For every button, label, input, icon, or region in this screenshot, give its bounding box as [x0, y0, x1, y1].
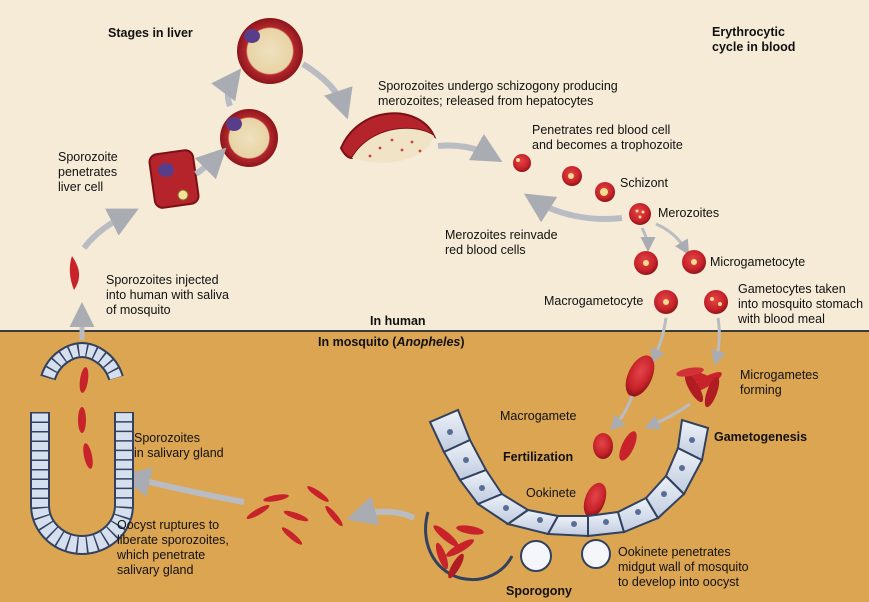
- gametocytes-taken-label: Gametocytes taken into mosquito stomach …: [738, 282, 863, 327]
- ookinete-label: Ookinete: [526, 486, 576, 501]
- fertilization-label: Fertilization: [503, 450, 573, 465]
- rbc-gametocyte-left: [634, 251, 658, 275]
- gametogenesis-label: Gametogenesis: [714, 430, 807, 445]
- liver-cell-infected: [148, 149, 199, 209]
- microgametes-forming-label: Microgametes forming: [740, 368, 819, 398]
- oocyst-ruptures-label: Oocyst ruptures to liberate sporozoites,…: [117, 518, 229, 578]
- rbc-gametocyte-taken: [704, 290, 728, 314]
- merozoites-reinvade-label: Merozoites reinvade red blood cells: [445, 228, 558, 258]
- macrogamete-label: Macrogamete: [500, 409, 576, 424]
- stages-in-liver-label: Stages in liver: [108, 26, 193, 41]
- liver-schizont-early: [220, 109, 278, 167]
- schizont-label: Schizont: [620, 176, 668, 191]
- in-human-label: In human: [370, 314, 426, 329]
- sporozoites-injected-label: Sporozoites injected into human with sal…: [106, 273, 229, 318]
- liver-schizont-mature: [237, 18, 303, 84]
- rbc-merozoites: [629, 203, 651, 225]
- microgametocyte-label: Microgametocyte: [710, 255, 805, 270]
- erythrocytic-cycle-label: Erythrocytic cycle in blood: [712, 25, 795, 55]
- ookinete-penetrates-label: Ookinete penetrates midgut wall of mosqu…: [618, 545, 749, 590]
- merozoites-label: Merozoites: [658, 206, 719, 221]
- in-mosquito-genus: Anopheles: [396, 335, 460, 349]
- penetrates-rbc-label: Penetrates red blood cell and becomes a …: [532, 123, 683, 153]
- rbc-schizont: [595, 182, 615, 202]
- rbc-trophozoite: [513, 154, 531, 172]
- in-mosquito-prefix: In mosquito (: [318, 335, 396, 349]
- in-mosquito-label: In mosquito (Anopheles): [318, 335, 465, 350]
- macrogametocyte-label: Macrogametocyte: [544, 294, 643, 309]
- rbc-trophozoite-2: [562, 166, 582, 186]
- sporozoite-penetrates-label: Sporozoite penetrates liver cell: [58, 150, 118, 195]
- in-mosquito-suffix: ): [460, 335, 464, 349]
- sporozoites-salivary-label: Sporozoites in salivary gland: [134, 431, 224, 461]
- rbc-macrogametocyte: [654, 290, 678, 314]
- rbc-microgametocyte: [682, 250, 706, 274]
- sporogony-label: Sporogony: [506, 584, 572, 599]
- schizogony-label: Sporozoites undergo schizogony producing…: [378, 79, 618, 109]
